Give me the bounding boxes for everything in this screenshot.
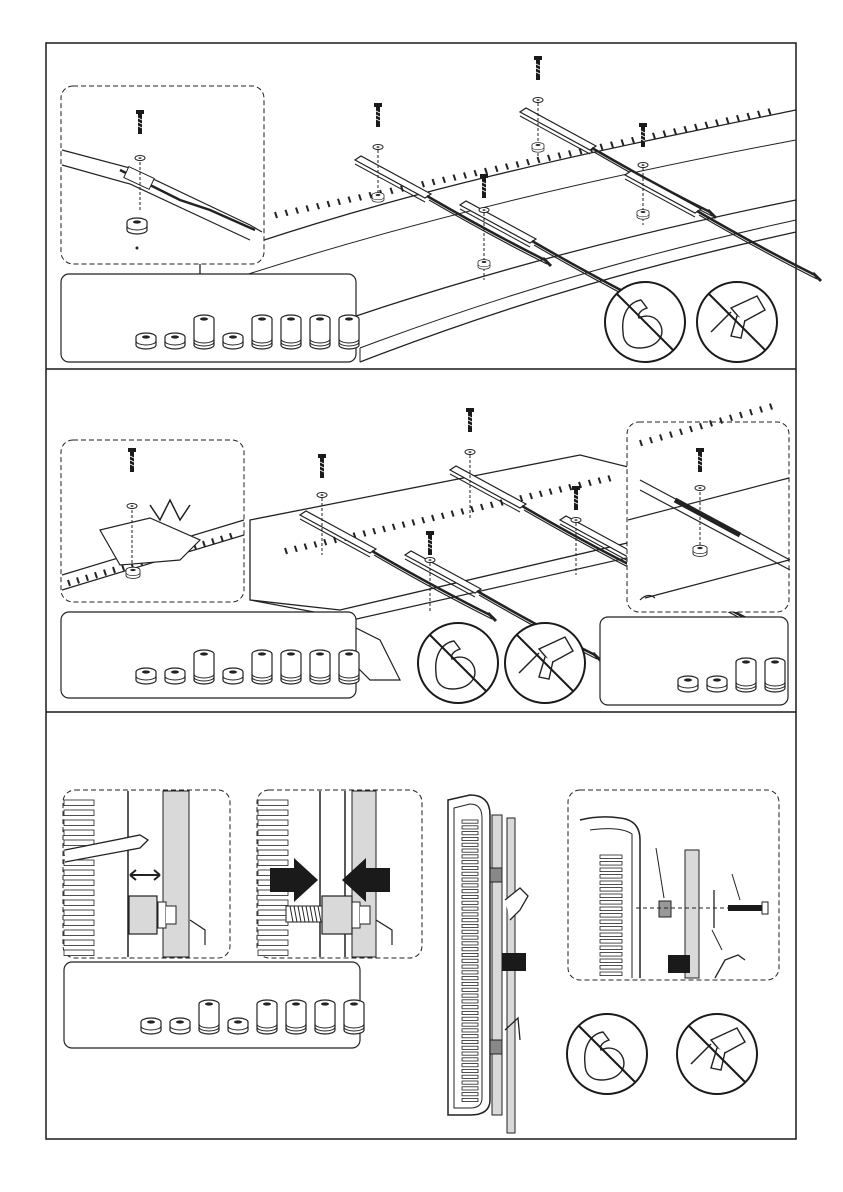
no-force-icon xyxy=(567,1014,647,1094)
spacer-icon xyxy=(165,333,185,349)
step-3-panel xyxy=(63,790,779,1133)
spacer-icon xyxy=(281,315,301,349)
spacer-icon xyxy=(194,650,214,684)
washer-icon xyxy=(135,156,145,161)
spacer-icon xyxy=(136,668,156,684)
washer-icon xyxy=(425,558,435,563)
spacer-icon xyxy=(257,1000,277,1034)
spacer-icon xyxy=(136,333,156,349)
tv-back-panel-2 xyxy=(250,455,640,610)
spacer-icon xyxy=(339,315,359,349)
spacer-icon xyxy=(194,315,214,349)
washer-icon xyxy=(373,145,383,150)
spacer-icon xyxy=(310,650,330,684)
washer-icon xyxy=(695,486,705,491)
spacer-icon xyxy=(281,650,301,684)
spacer-icon xyxy=(223,668,243,684)
detail-inset-1 xyxy=(61,86,264,264)
no-power-drill-icon xyxy=(697,282,777,362)
screw-icon xyxy=(534,56,542,80)
no-force-icon xyxy=(605,282,685,362)
washer-icon xyxy=(571,518,581,523)
no-power-drill-icon xyxy=(505,623,585,703)
no-power-drill-icon xyxy=(677,1014,757,1094)
detail-inset-3c xyxy=(568,790,779,980)
spacer-icon xyxy=(252,650,272,684)
washer-icon xyxy=(317,493,327,498)
washer-icon xyxy=(638,163,648,168)
spacer-icon xyxy=(339,650,359,684)
spacer-icon xyxy=(228,1018,248,1034)
screw-icon xyxy=(466,408,474,432)
spacer-icon xyxy=(170,1018,190,1034)
washer-icon xyxy=(465,450,475,455)
screw-icon xyxy=(318,454,326,478)
spacer-icon xyxy=(141,1018,161,1034)
washer-icon xyxy=(533,98,543,103)
step-2-panel xyxy=(61,404,790,705)
spacer-icon xyxy=(127,218,147,234)
spacer-icon xyxy=(223,333,243,349)
spacer-icon xyxy=(286,1000,306,1034)
spacer-icon xyxy=(736,658,756,692)
washer-icon xyxy=(479,208,489,213)
spacer-icon xyxy=(199,1000,219,1034)
spacer-icon xyxy=(765,658,785,692)
spacer-icon xyxy=(252,315,272,349)
spacer-icon xyxy=(315,1000,335,1034)
spacer-icon xyxy=(707,676,727,692)
no-force-icon xyxy=(418,623,498,703)
washer-icon xyxy=(127,504,137,509)
spacer-icon xyxy=(344,1000,364,1034)
screw-icon xyxy=(374,103,382,127)
spacer-icon xyxy=(165,668,185,684)
step-1-panel xyxy=(61,56,821,362)
tv-side-profile xyxy=(448,795,528,1133)
spacer-icon xyxy=(310,315,330,349)
spacer-icon xyxy=(678,676,698,692)
